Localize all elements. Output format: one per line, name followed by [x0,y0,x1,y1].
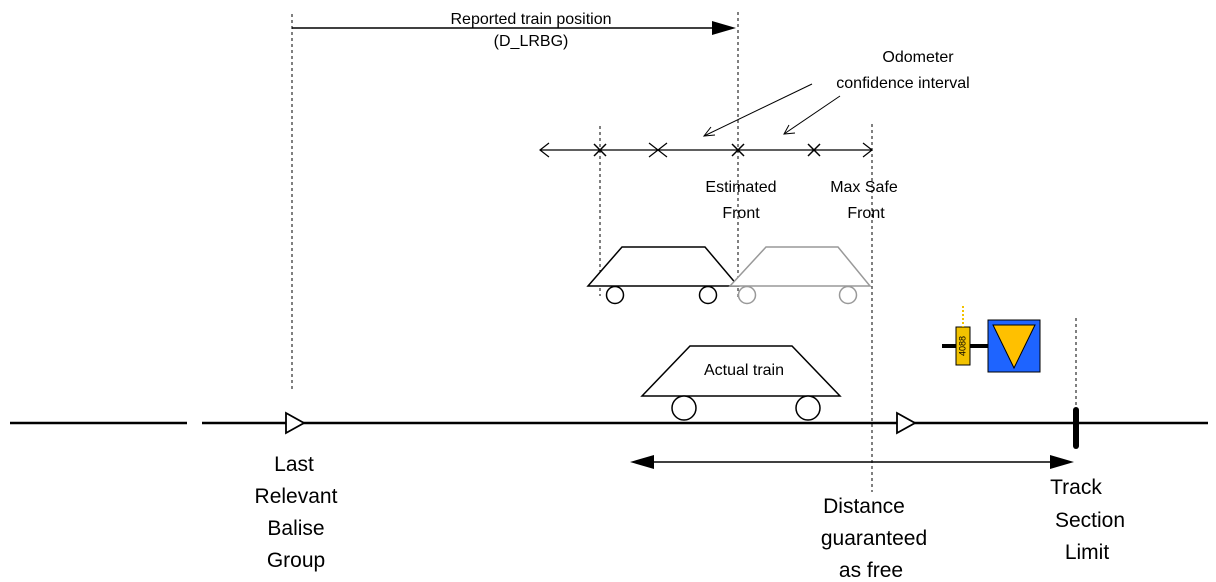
reported-position-arrow [292,21,736,35]
odometer-pointer-arrows [702,83,841,137]
lrbg-label-line2: Relevant [255,485,338,508]
odometer-pointer-right [783,95,841,135]
marker-board-triangle-icon [992,324,1036,370]
lrbg-label-line3: Balise [267,517,324,540]
d-lrbg-label: (D_LRBG) [494,33,569,50]
odometer-pointer-left [703,83,813,137]
actual-train [640,345,842,421]
distance-label-line1: Distance [823,495,905,518]
reported-position-label: Reported train position [451,11,612,28]
actual-train-label: Actual train [704,362,784,379]
lrbg-label: Last Relevant Balise Group [255,453,338,572]
confidence-interval-line [539,142,873,158]
estimated-front-label-2: Front [722,205,760,222]
arrowhead-mid-left [657,142,668,158]
distance-guaranteed-label: Distance guaranteed as free [821,495,927,582]
lrbg-label-line1: Last [274,453,314,476]
arrowhead-left-outer [539,142,550,158]
lrbg-balise-marker [285,411,306,435]
cross-marker-estimated-front [731,143,745,157]
marker-board-signal: 4088 [942,306,1041,373]
track-section-limit-label: Track Section Limit [1050,476,1125,564]
balise-marker [896,411,917,435]
distance-label-line2: guaranteed [821,527,927,550]
reference-lines [291,12,1077,492]
confidence-interval-label: confidence interval [836,75,969,92]
estimated-front-label: Estimated [705,179,776,196]
distance-free-arrow [630,455,1074,469]
track-limit-label-line3: Limit [1065,541,1110,564]
cross-marker-max-safe [807,143,821,157]
max-safe-front-label: Max Safe [830,179,898,196]
odometer-label: Odometer [882,49,954,66]
track-limit-label-line1: Track [1050,476,1102,499]
track-limit-label-line2: Section [1055,509,1125,532]
estimated-train [586,246,740,305]
max-safe-train-ghost [728,246,872,305]
max-safe-front-label-2: Front [847,205,885,222]
arrowhead-right-outer [862,142,873,158]
distance-label-line3: as free [839,559,903,582]
lrbg-label-line4: Group [267,549,325,572]
signal-number-plate-text: 4088 [957,336,967,356]
cross-marker-rear [593,143,607,157]
